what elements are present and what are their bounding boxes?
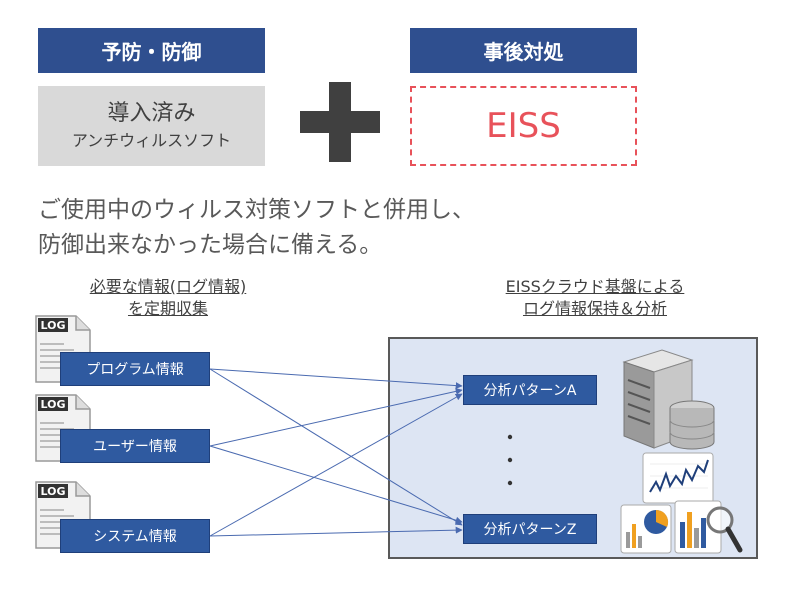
bar-chart-icon <box>674 500 743 554</box>
message-line-1: ご使用中のウィルス対策ソフトと併用し、 <box>38 197 475 223</box>
caption-cloud-line-1: EISSクラウド基盤による <box>505 277 685 296</box>
pattern-a: 分析パターンA <box>463 375 597 405</box>
caption-cloud-line-2: ログ情報保持＆分析 <box>522 299 667 318</box>
caption-cloud: EISSクラウド基盤による ログ情報保持＆分析 <box>460 276 730 320</box>
caption-collection-line-2: を定期収集 <box>127 299 208 318</box>
database-icon <box>669 400 715 450</box>
info-system: システム情報 <box>60 519 210 553</box>
caption-collection: 必要な情報(ログ情報) を定期収集 <box>38 276 298 320</box>
installed-label: 導入済み <box>107 101 196 126</box>
installed-antivirus-box: 導入済み アンチウィルスソフト <box>38 86 265 166</box>
antivirus-label: アンチウィルスソフト <box>71 131 232 150</box>
plus-icon <box>300 82 380 162</box>
eiss-label: EISS <box>486 106 561 146</box>
header-prevention: 予防・防御 <box>38 28 265 73</box>
info-program: プログラム情報 <box>60 352 210 386</box>
pattern-z: 分析パターンZ <box>463 514 597 544</box>
log-label: LOG <box>41 485 66 498</box>
log-label: LOG <box>41 319 66 332</box>
message-line-2: 防御出来なかった場合に備える。 <box>38 232 383 258</box>
eiss-box: EISS <box>410 86 637 166</box>
log-label: LOG <box>41 398 66 411</box>
info-user: ユーザー情報 <box>60 429 210 463</box>
ellipsis-dots <box>507 434 513 486</box>
line-chart-icon <box>642 452 714 504</box>
server-icon <box>622 349 715 450</box>
magnifier-icon <box>706 506 743 553</box>
caption-collection-line-1: 必要な情報(ログ情報) <box>89 277 247 296</box>
header-response: 事後対処 <box>410 28 637 73</box>
pie-chart-icon <box>620 504 672 554</box>
